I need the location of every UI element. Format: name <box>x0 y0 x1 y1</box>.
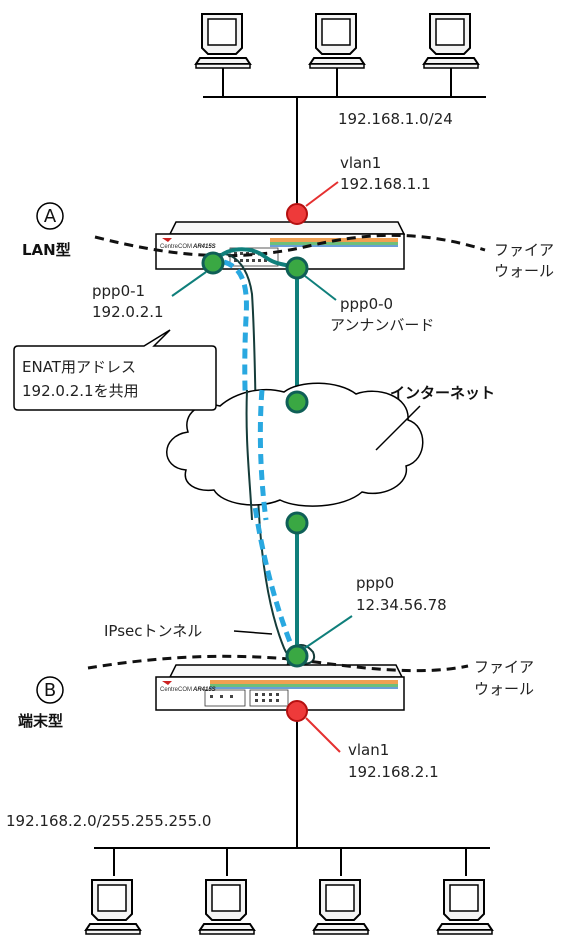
site-b-badge <box>36 676 64 704</box>
router-a-model: AR415S <box>192 244 216 250</box>
site-a-letter: A <box>44 206 57 227</box>
ppp0-1-name: ppp0-1 <box>92 282 145 300</box>
top-lan-network-label: 192.168.1.0/24 <box>338 110 453 128</box>
bottom-pc-2 <box>199 879 255 935</box>
bottom-pc-1 <box>85 879 141 935</box>
vlan1-b-node <box>286 700 308 722</box>
bottom-pc-4 <box>437 879 493 935</box>
ppp0-b-pointer <box>304 615 353 649</box>
firewall-b-line2: ウォール <box>474 680 534 698</box>
top-pc-3 <box>423 13 479 69</box>
ppp0-b-name: ppp0 <box>356 574 394 592</box>
bottom-lan-lines <box>94 847 490 876</box>
ppp0-b-ip: 12.34.56.78 <box>356 596 447 614</box>
ppp0-0-name: ppp0-0 <box>340 295 393 313</box>
top-lan-lines <box>203 68 486 214</box>
top-pc-1 <box>195 13 251 69</box>
firewall-a-line1: ファイア <box>494 241 554 259</box>
ppp0-0-desc: アンナンバード <box>330 316 434 334</box>
site-b-letter: B <box>44 680 56 701</box>
vlan1-b-pointer <box>305 717 341 753</box>
callout-line1: ENAT用アドレス <box>22 358 136 376</box>
enat-callout: ENAT用アドレス 192.0.2.1を共用 <box>13 329 217 411</box>
callout-line2: 192.0.2.1を共用 <box>22 382 139 400</box>
vlan1-b-ip: 192.168.2.1 <box>348 763 439 781</box>
firewall-a-line2: ウォール <box>494 262 554 280</box>
router-a-brand: CentreCOM <box>160 244 192 250</box>
ppp0-1-pointer <box>171 271 207 297</box>
vlan1-b-name: vlan1 <box>348 741 389 759</box>
vlan1-a-name: vlan1 <box>340 154 381 172</box>
ppp0-1-ip: 192.0.2.1 <box>92 303 164 321</box>
internet-label: インターネット <box>390 384 495 402</box>
ppp0-1-node <box>201 251 225 275</box>
vlan1-a-ip: 192.168.1.1 <box>340 175 431 193</box>
bottom-lan-network-label: 192.168.2.0/255.255.255.0 <box>6 812 211 830</box>
ipsec-tunnel-cloud-inner <box>257 389 269 521</box>
ipsec-tunnel-pointer <box>233 630 273 635</box>
vlan1-a-pointer <box>305 181 339 207</box>
ipsec-tunnel-cloud-outline <box>245 389 253 521</box>
site-a-badge <box>36 202 64 230</box>
ppp0-b-node <box>285 644 309 668</box>
firewall-b-line1: ファイア <box>474 658 534 676</box>
ipsec-tunnel-label: IPsecトンネル <box>104 622 202 640</box>
router-b-model: AR415S <box>192 687 216 693</box>
bottom-pc-3 <box>313 879 369 935</box>
top-pc-2 <box>309 13 365 69</box>
site-a-type: LAN型 <box>22 241 71 259</box>
ppp0-0-node <box>285 256 309 280</box>
internet-node-bottom <box>285 511 309 535</box>
internet-pointer <box>375 405 421 451</box>
vlan1-a-node <box>286 203 308 225</box>
site-b-type: 端末型 <box>18 712 63 730</box>
router-b: CentreCOM AR415S <box>155 664 405 711</box>
router-b-brand: CentreCOM <box>160 687 192 693</box>
firewall-a-line <box>94 233 486 258</box>
internet-node-top <box>285 390 309 414</box>
ppp0-0-pointer <box>304 275 337 301</box>
